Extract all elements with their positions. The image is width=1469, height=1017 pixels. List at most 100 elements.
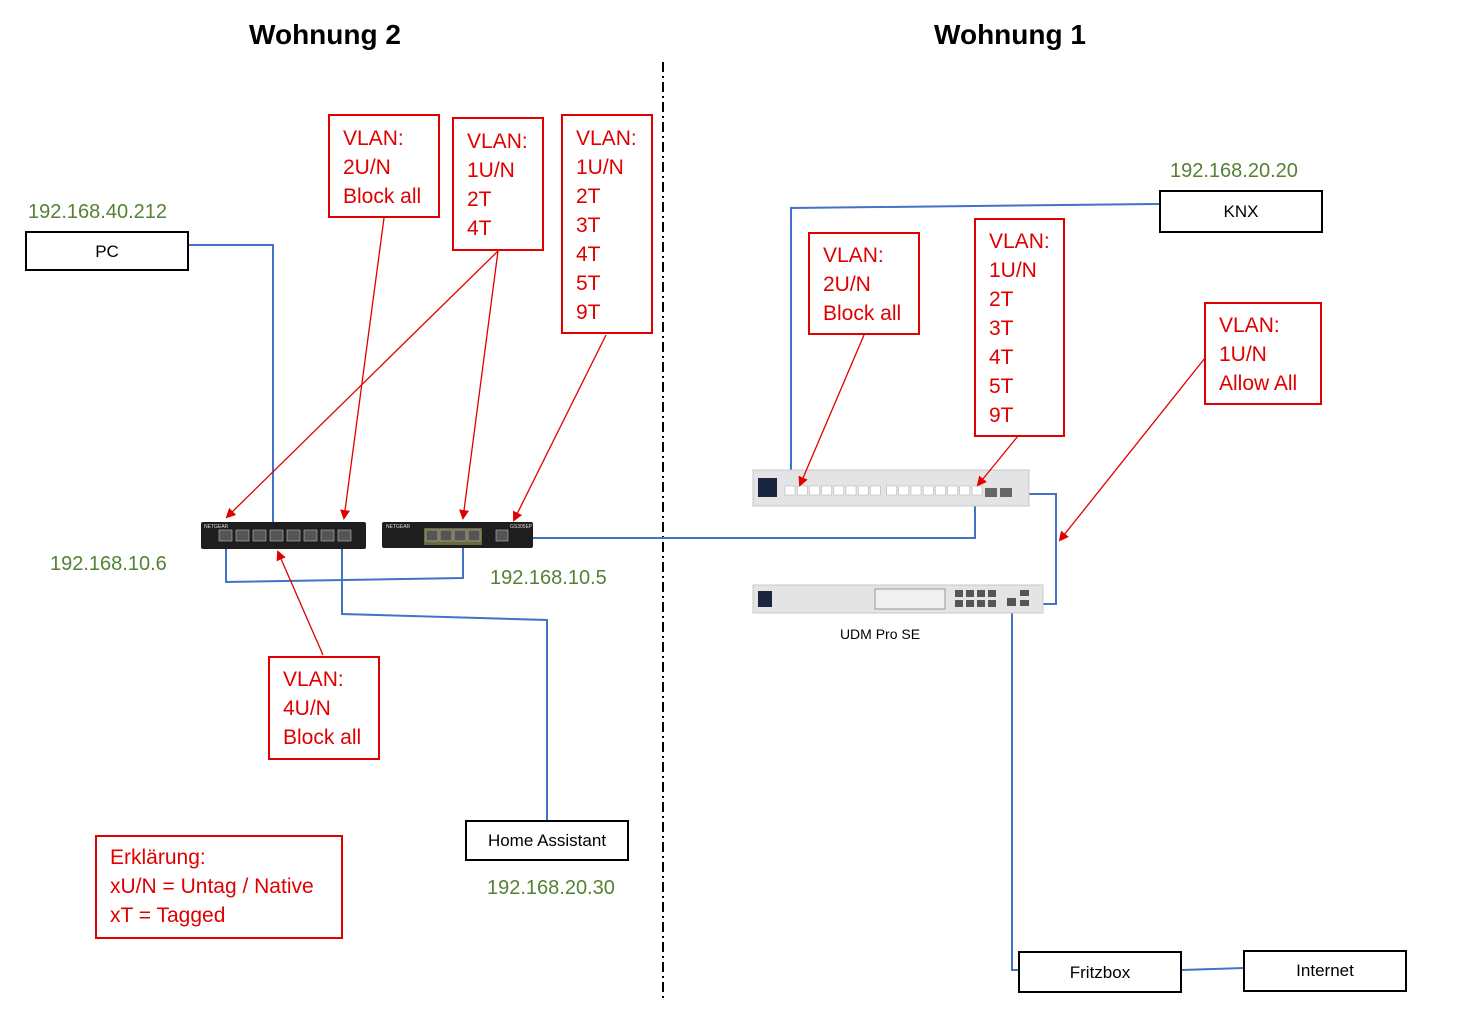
vlan-line: 9T [989,404,1014,427]
arrow [1058,357,1206,542]
fritzbox-label: Fritzbox [1070,963,1131,982]
title-wohnung-2: Wohnung 2 [249,19,401,50]
vlan-line: Block all [283,726,361,749]
arrow [225,250,499,519]
vlan-line: 2U/N [343,156,391,179]
netgear-logo: NETGEAR [386,524,411,530]
vlan-box-ng1-uplink [452,117,544,251]
vlan-line: 2T [467,188,492,211]
cable-udm-fritzbox [1011,604,1019,971]
switch-port [935,485,946,496]
arrow [976,435,1019,487]
switch-port [947,485,958,496]
vlan-line: Block all [343,185,421,208]
knx-node[interactable]: KNX [1159,190,1323,233]
switch-port [959,485,971,496]
switch-port [922,485,934,496]
netgear-8port-ip: 192.168.10.6 [50,553,167,575]
vlan-line: VLAN: [1219,314,1280,337]
pc-label: PC [95,242,119,261]
arrow [459,250,499,520]
vlan-box-unifi-trunk [974,218,1065,437]
netgear-gs305ep-switch: NETGEAR GS305EP [382,522,533,548]
annotation-arrows [225,217,1206,656]
internet-label: Internet [1296,961,1354,980]
unifi-switch [752,469,1030,507]
model-label: GS305EP [510,524,533,530]
vlan-line: VLAN: [283,668,344,691]
fritzbox-node[interactable]: Fritzbox [1018,951,1182,993]
vlan-box-unifi-knx [808,232,920,335]
vlan-line: 1U/N [576,156,624,179]
switch-port [857,485,869,496]
knx-label: KNX [1224,202,1259,221]
switch-port [971,485,983,496]
vlan-box-unifi-sfp [1204,302,1322,405]
switch-port [910,485,922,496]
vlan-line: Allow All [1219,372,1297,395]
vlan-line: 2T [989,288,1014,311]
arrow [513,334,607,522]
vlan-line: 1U/N [1219,343,1267,366]
vlan-line: 4U/N [283,697,331,720]
vlan-line: VLAN: [343,127,404,150]
cable-switch-link [225,540,464,584]
vlan-line: 9T [576,301,601,324]
switch-port [784,485,796,496]
cable-home-assistant [341,540,548,821]
switch-port [886,485,897,496]
legend-box [95,835,343,939]
vlan-line: VLAN: [989,230,1050,253]
vlan-line: 3T [576,214,601,237]
vlan-line: 2U/N [823,273,871,296]
vlan-box-ng1-port [328,114,440,218]
arrow [798,334,865,487]
netgear-logo: NETGEAR [204,524,229,530]
gs305ep-ip: 192.168.10.5 [490,567,607,589]
vlan-box-gs305-uplink [561,114,653,334]
vlan-line: 4T [576,243,601,266]
switch-port [821,485,832,496]
title-wohnung-1: Wohnung 1 [934,19,1086,50]
knx-ip: 192.168.20.20 [1170,160,1298,182]
vlan-line: 4T [467,217,492,240]
switch-port [809,485,820,496]
pc-node[interactable]: PC [25,231,189,271]
switch-port [845,485,857,496]
vlan-box-ng1-pc [268,656,380,760]
vlan-line: VLAN: [467,130,528,153]
arrow [340,217,385,520]
cable-knx [790,203,1161,482]
cable-pc [188,244,274,540]
vlan-line: VLAN: [823,244,884,267]
netgear-8port-switch: NETGEAR [201,522,366,549]
home-assistant-label: Home Assistant [488,831,606,850]
vlan-line: 3T [989,317,1014,340]
legend-untagged: xU/N = Untag / Native [110,875,314,898]
cables [188,203,1245,971]
cable-fritzbox-internet [1181,967,1245,971]
home-assistant-node[interactable]: Home Assistant [465,820,629,861]
vlan-line: 4T [989,346,1014,369]
pc-ip: 192.168.40.212 [28,201,167,223]
legend-title: Erklärung: [110,846,206,869]
cable-apartment-uplink [533,492,976,539]
internet-node[interactable]: Internet [1243,950,1407,992]
vlan-line: 5T [989,375,1014,398]
vlan-line: 1U/N [989,259,1037,282]
legend-tagged: xT = Tagged [110,904,225,927]
home-assistant-ip: 192.168.20.30 [487,877,615,899]
udm-label: UDM Pro SE [840,626,920,642]
arrow [276,550,324,656]
switch-port [870,485,881,496]
switch-port [796,485,808,496]
vlan-line: 5T [576,272,601,295]
udm-pro-se [752,584,1044,614]
vlan-line: Block all [823,302,901,325]
vlan-line: 1U/N [467,159,515,182]
vlan-line: 2T [576,185,601,208]
switch-port [898,485,910,496]
vlan-line: VLAN: [576,127,637,150]
switch-port [833,485,845,496]
